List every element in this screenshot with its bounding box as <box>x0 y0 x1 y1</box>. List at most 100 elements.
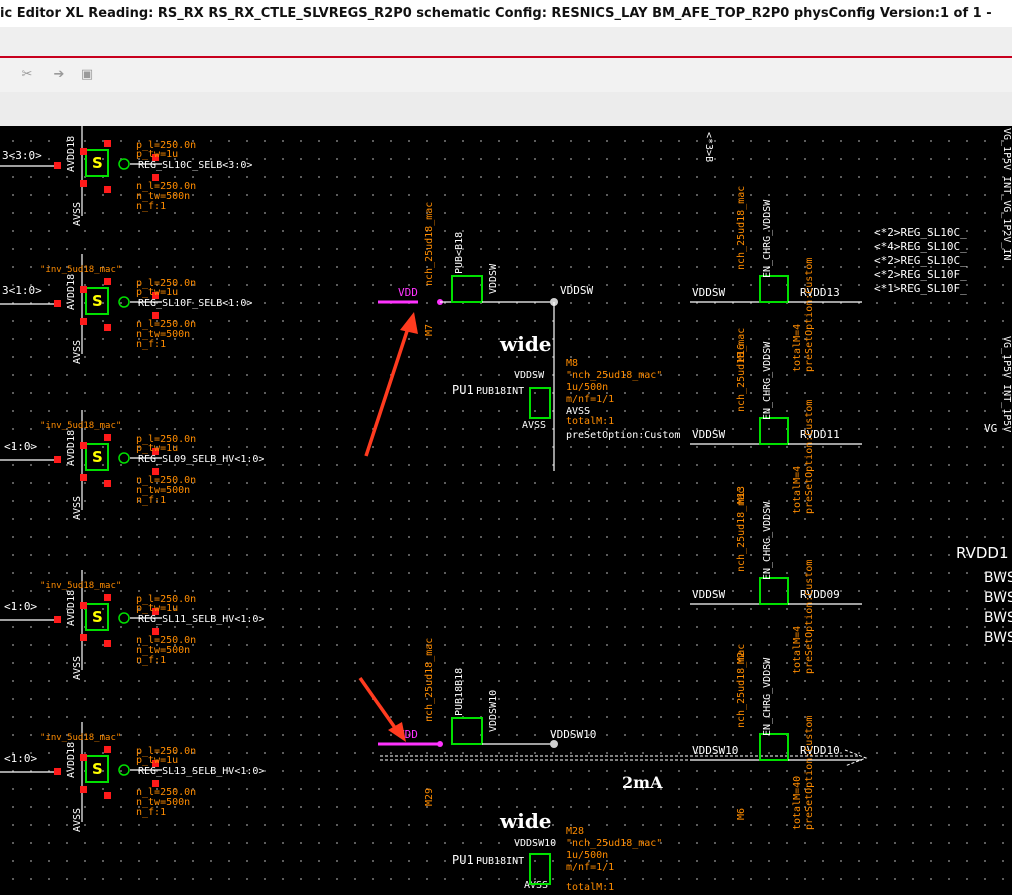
inverter-cell: SAVDD18AVSSp_l=250.0np_tw=1uREG_SL11_SEL… <box>0 570 264 680</box>
switch-nmos <box>759 733 789 761</box>
cut-icon[interactable]: ✂ <box>21 67 33 82</box>
pin-marker <box>152 154 159 161</box>
annotation-arrows <box>358 312 418 742</box>
bws-4: BWS <box>984 630 1012 646</box>
pu-label-2: PU1 <box>452 853 474 867</box>
pu-int-label: PUB18INT <box>476 386 524 397</box>
m28-vddsw: VDDSW10 <box>514 838 556 849</box>
inverter-body <box>85 755 109 783</box>
pin-marker <box>80 286 87 293</box>
inverter-net-label: REG_SL11_SELB_HV<1:0> <box>138 614 264 625</box>
nmos-m7 <box>451 275 483 303</box>
inverter-bubble <box>118 296 130 308</box>
n-length: n_l=250.0n <box>136 319 196 330</box>
avdd-label: AVDD18 <box>66 274 77 310</box>
top-vertical-label: <*3>B <box>703 132 714 162</box>
pin-marker <box>104 746 111 753</box>
pin-marker <box>80 602 87 609</box>
pin-marker <box>104 324 111 331</box>
pin-marker <box>104 792 111 799</box>
inverter-symbol: S <box>92 608 103 626</box>
pin-marker <box>80 180 87 187</box>
pin-marker <box>152 760 159 767</box>
inverter-bubble <box>118 452 130 464</box>
mid-block-bottom: VDD VDDSW10 2mA nch_25ud18_mac PUB18B18 … <box>378 638 868 893</box>
inverter-bubble <box>118 158 130 170</box>
inverter-body <box>85 287 109 315</box>
n-length: n_l=250.0n <box>136 475 196 486</box>
switch-inst: M2 <box>736 652 747 664</box>
pin-marker <box>80 442 87 449</box>
move-icon[interactable]: ➔ <box>53 67 65 82</box>
switch-left-label: VDDSW <box>692 286 725 299</box>
m29-pin: PUB18B18 <box>454 668 465 716</box>
pin-marker <box>152 312 159 319</box>
save-icon[interactable]: ▣ <box>80 67 94 82</box>
vddsw10-label: VDDSW10 <box>550 728 596 741</box>
avdd-label: AVDD18 <box>66 136 77 172</box>
inverter-net-label: REG_SL10F_SELB<1:0> <box>138 298 252 309</box>
pin-marker <box>104 434 111 441</box>
p-width: p_tw=1u <box>136 287 178 298</box>
nmos-m29 <box>451 717 483 745</box>
vddsw-label: VDDSW <box>560 284 593 297</box>
inverter-inst: "inv_5ud18_mac" <box>40 421 121 431</box>
red-arrow-head-2 <box>388 722 406 742</box>
pin-marker <box>104 480 111 487</box>
avss-label: AVSS <box>72 202 83 226</box>
n-fingers: n_f:1 <box>136 655 166 666</box>
row3-bus-label: <1:0> <box>4 440 37 453</box>
switch-right-label: RVDD09 <box>800 588 840 601</box>
row1-bus-label: 3<3:0> <box>2 149 42 162</box>
pin-marker <box>80 754 87 761</box>
pin-marker <box>80 148 87 155</box>
rvdd-label: RVDD1 <box>956 544 1009 562</box>
n-fingers: n_f:1 <box>136 495 166 506</box>
m8-inst: M8 <box>566 358 578 369</box>
m8-mnf: m/nf=1/1 <box>566 394 614 405</box>
wide-label-top: wide <box>499 332 552 356</box>
n-width: n_tw=500n <box>136 329 190 340</box>
pin-marker <box>54 768 61 775</box>
p-length: p_l=250.0n <box>136 140 196 151</box>
pin-marker <box>152 174 159 181</box>
schematic-drawing: SAVDD18AVSSp_l=250.0np_tw=1uREG_SL10C_SE… <box>0 126 1012 893</box>
pin-marker <box>104 594 111 601</box>
pin-marker <box>54 616 61 623</box>
switch-total: totalM=4 <box>792 324 803 372</box>
inverter-net-label: REG_SL09_SELB_HV<1:0> <box>138 454 264 465</box>
m8-total: totalM:1 <box>566 416 614 427</box>
inverter-net-label: REG_SL10C_SELB<3:0> <box>138 160 252 171</box>
pin-marker <box>152 628 159 635</box>
avdd-label: AVDD18 <box>66 742 77 778</box>
row4-bus-label: <1:0> <box>4 600 37 613</box>
switch-model: nch_25ud18_mac <box>736 644 747 728</box>
switch-nmos <box>759 577 789 605</box>
m29-inst: M29 <box>424 788 435 806</box>
avss-label: AVSS <box>72 496 83 520</box>
avdd-label: AVDD18 <box>66 590 77 626</box>
inverter-body <box>85 603 109 631</box>
switch-left-label: VDDSW <box>692 428 725 441</box>
switch-preset: preSetOption:Custom <box>804 716 815 830</box>
p-width: p_tw=1u <box>136 603 178 614</box>
inverter-column: SAVDD18AVSSp_l=250.0np_tw=1uREG_SL10C_SE… <box>0 126 264 832</box>
m8-size: 1u/500n <box>566 382 608 393</box>
m8-avss: AVSS <box>566 406 590 417</box>
avdd-label: AVDD18 <box>66 430 77 466</box>
red-arrow-1 <box>364 321 412 457</box>
n-width: n_tw=500n <box>136 797 190 808</box>
nmos-m8 <box>529 387 551 419</box>
inverter-inst: "inv_5ud18_mac" <box>40 733 121 743</box>
n-width: n_tw=500n <box>136 645 190 656</box>
switch-enable: EN_CHRG_VDDSW <box>762 657 773 736</box>
inverter-symbol: S <box>92 448 103 466</box>
vdd-label: VDD <box>398 286 418 299</box>
avss-label: AVSS <box>72 808 83 832</box>
avss-label: AVSS <box>72 340 83 364</box>
bws-1: BWS <box>984 570 1012 586</box>
